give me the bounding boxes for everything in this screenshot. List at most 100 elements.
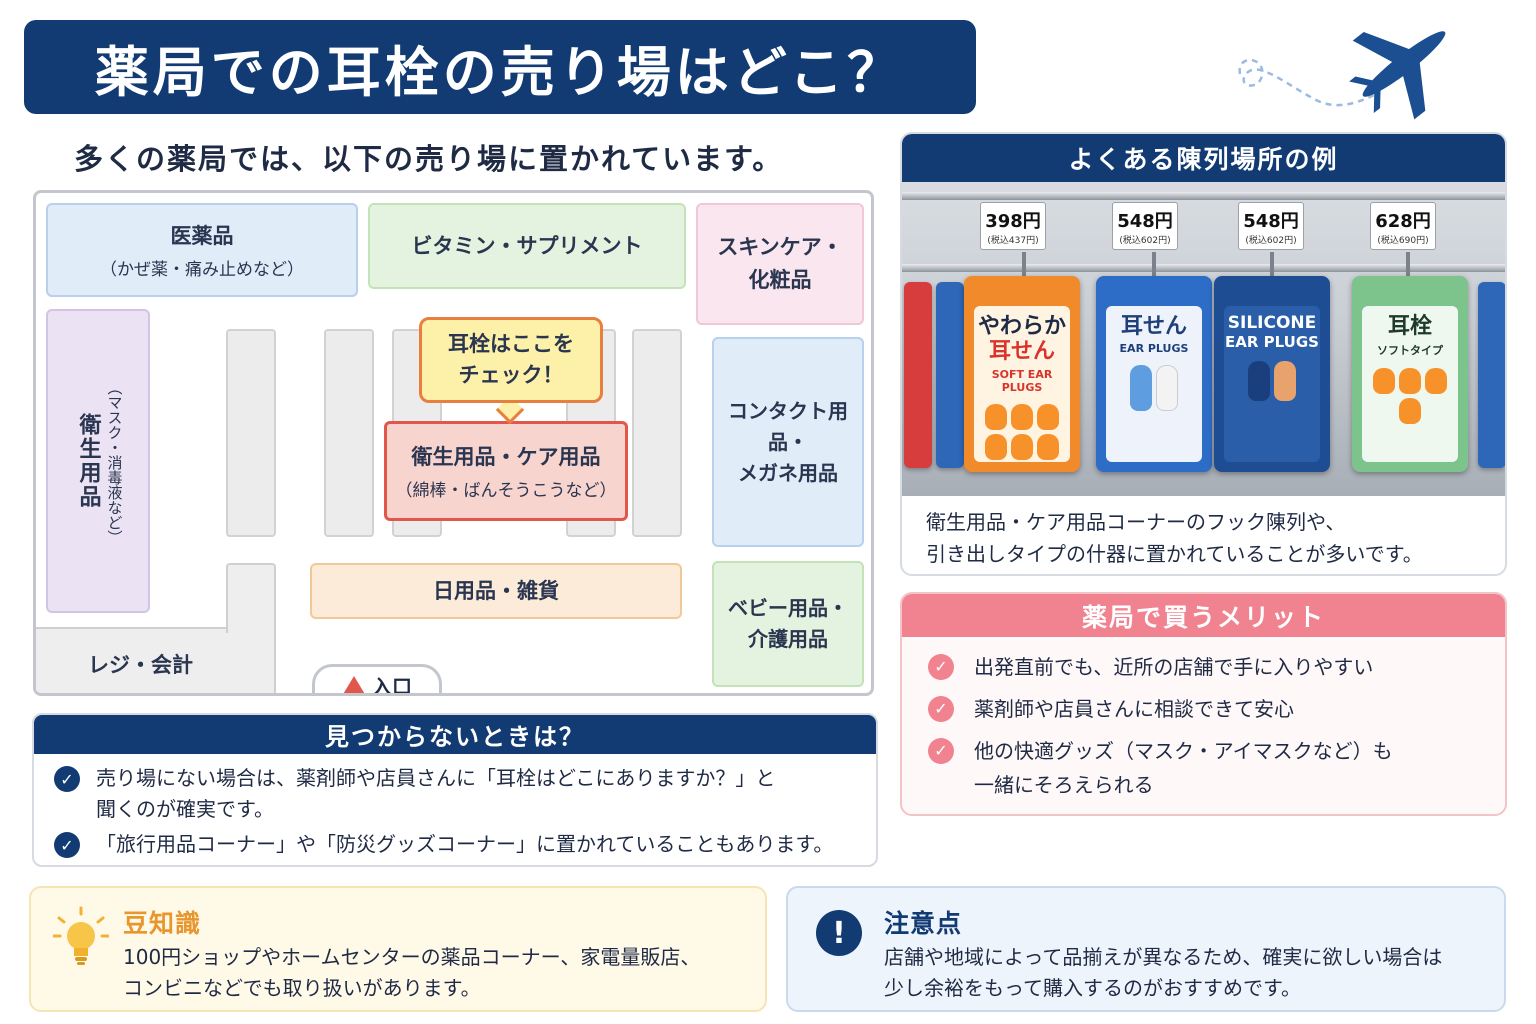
trivia-title: 豆知識 <box>123 909 202 938</box>
price-tag-3-price: 548円 <box>1243 210 1299 232</box>
subtitle: 多くの薬局では、以下の売り場に置かれています。 <box>74 142 784 176</box>
price-tag-1-price: 398円 <box>985 210 1041 232</box>
airplane-decoration <box>1226 14 1466 124</box>
entrance-label: 入口 <box>372 675 412 696</box>
callout-line-1: 耳栓はここを <box>448 331 574 356</box>
zone-medicine-detail: （かぜ薬・痛み止めなど） <box>100 259 304 280</box>
display-example-caption: 衛生用品・ケア用品コーナーのフック陳列や、 引き出しタイプの什器に置かれているこ… <box>902 496 1505 570</box>
price-tag-2-price: 548円 <box>1117 210 1173 232</box>
title-banner: 薬局での耳栓の売り場はどこ？ <box>24 20 976 114</box>
check-icon: ✓ <box>54 832 80 858</box>
zone-daily: 日用品・雑貨 <box>310 563 682 619</box>
price-tag-3-tax: (税込602円) <box>1245 235 1297 246</box>
shelf-rail <box>902 192 1505 200</box>
package-3-name-1: SILICONE <box>1227 313 1317 333</box>
trivia-body: 100円ショップやホームセンターの薬品コーナー、家電量販店、 コンビニなどでも取… <box>123 942 700 1004</box>
zone-contact: コンタクト用品・ メガネ用品 <box>712 337 864 547</box>
zone-hygiene-label: 衛生用品 <box>75 413 101 509</box>
caution-title: 注意点 <box>884 909 963 938</box>
light-bulb-icon <box>53 906 109 965</box>
package-header <box>1352 276 1468 304</box>
caution-line-1: 店舗や地域によって品揃えが異なるため、確実に欲しい場合は <box>884 945 1443 969</box>
package-4-sub: ソフトタイプ <box>1377 344 1443 358</box>
store-shelf-photo: 398円 (税込437円) 548円 (税込602円) 548円 (税込602円… <box>902 182 1505 496</box>
trivia-line-1: 100円ショップやホームセンターの薬品コーナー、家電量販店、 <box>123 945 701 969</box>
register-counter <box>226 563 276 633</box>
zone-vitamin-label: ビタミン・サプリメント <box>411 233 643 258</box>
zone-contact-label-2: メガネ用品 <box>738 460 838 485</box>
merits-heading: 薬局で買うメリット <box>902 594 1505 637</box>
price-tag: 548円 (税込602円) <box>1238 202 1304 250</box>
display-example-heading: よくある陳列場所の例 <box>902 134 1505 182</box>
zone-skincare-label-2: 化粧品 <box>748 268 812 292</box>
package-soft-ear-plugs: やわらか 耳せん SOFT EAR PLUGS <box>964 276 1080 472</box>
side-package <box>936 282 964 468</box>
zone-medicine: 医薬品 （かぜ薬・痛み止めなど） <box>46 203 358 297</box>
display-caption-line-2: 引き出しタイプの什器に置かれていることが多いです。 <box>926 542 1423 566</box>
price-tag-4-tax: (税込690円) <box>1377 235 1429 246</box>
merit-item-3-line-2: 一緒にそろえられる <box>974 773 1154 797</box>
entrance-arrow-icon <box>342 675 366 693</box>
check-icon: ✓ <box>928 654 954 680</box>
store-floor-map: 医薬品 （かぜ薬・痛み止めなど） ビタミン・サプリメント スキンケア・ 化粧品 … <box>33 190 874 696</box>
price-tag-1-tax: (税込437円) <box>987 235 1039 246</box>
package-2-sub: EAR PLUGS <box>1119 342 1189 356</box>
caution-line-2: 少し余裕をもって購入するのがおすすめです。 <box>884 976 1301 1000</box>
zone-care-label: 衛生用品・ケア用品 <box>411 445 601 470</box>
package-4-name-1: 耳栓 <box>1387 314 1432 339</box>
display-example-panel: よくある陳列場所の例 398円 (税込437円) 548円 (税込602円) 5… <box>900 132 1507 576</box>
zone-baby-label-2: 介護用品 <box>748 627 828 651</box>
package-silicone-ear-plugs: SILICONE EAR PLUGS <box>1214 276 1330 472</box>
zone-care-highlight: 衛生用品・ケア用品 （綿棒・ばんそうこうなど） <box>384 421 628 521</box>
entrance-marker: 入口 <box>312 664 442 696</box>
shelf-2 <box>324 329 374 537</box>
trivia-panel: 豆知識 100円ショップやホームセンターの薬品コーナー、家電量販店、 コンビニな… <box>29 886 767 1012</box>
exclamation-icon: ! <box>816 910 862 956</box>
shelf-rail <box>902 264 1505 272</box>
package-3-name-2: EAR PLUGS <box>1225 332 1319 351</box>
airplane-icon <box>1238 31 1446 120</box>
display-caption-line-1: 衛生用品・ケア用品コーナーのフック陳列や、 <box>926 510 1346 534</box>
shelf-4 <box>632 329 682 537</box>
not-found-item-2: ✓ 「旅行用品コーナー」や「防災グッズコーナー」に置かれていることもあります。 <box>54 829 833 860</box>
package-1-sub: SOFT EAR PLUGS <box>991 367 1053 394</box>
not-found-item-1: ✓ 売り場にない場合は、薬剤師や店員さんに「耳栓はどこにありますか？」と 聞くの… <box>54 763 775 825</box>
package-header <box>964 276 1080 304</box>
zone-skincare-label-1: スキンケア・ <box>717 235 843 260</box>
caution-panel: ! 注意点 店舗や地域によって品揃えが異なるため、確実に欲しい場合は 少し余裕を… <box>786 886 1506 1012</box>
check-icon: ✓ <box>928 696 954 722</box>
zone-daily-label: 日用品・雑貨 <box>433 578 559 603</box>
not-found-item-2-line-1: 「旅行用品コーナー」や「防災グッズコーナー」に置かれていることもあります。 <box>96 832 834 856</box>
callout-check-here: 耳栓はここを チェック！ <box>419 317 603 403</box>
zone-vitamin: ビタミン・サプリメント <box>368 203 686 289</box>
caution-body: 店舗や地域によって品揃えが異なるため、確実に欲しい場合は 少し余裕をもって購入す… <box>884 942 1442 1004</box>
zone-hygiene: 衛生用品 （マスク・消毒液など） <box>46 309 150 613</box>
price-tag: 548円 (税込602円) <box>1112 202 1178 250</box>
zone-medicine-label: 医薬品 <box>170 224 234 249</box>
not-found-item-1-line-2: 聞くのが確実です。 <box>96 797 274 821</box>
zone-baby: ベビー用品・ 介護用品 <box>712 561 864 687</box>
not-found-panel: 見つからないときは？ ✓ 売り場にない場合は、薬剤師や店員さんに「耳栓はどこにあ… <box>32 713 878 867</box>
check-icon: ✓ <box>54 766 80 792</box>
price-tag-4-price: 628円 <box>1375 210 1431 232</box>
package-header <box>1096 276 1212 304</box>
page-title: 薬局での耳栓の売り場はどこ？ <box>94 40 906 104</box>
merit-item-2-text: 薬剤師や店員さんに相談できて安心 <box>974 697 1294 721</box>
zone-register-label: レジ・会計 <box>88 653 193 677</box>
merit-item-3-line-1: 他の快適グッズ（マスク・アイマスクなど）も <box>974 739 1393 763</box>
price-tag: 628円 (税込690円) <box>1370 202 1436 250</box>
zone-hygiene-detail: （マスク・消毒液など） <box>105 379 124 545</box>
package-1-name-2: 耳せん <box>988 339 1055 365</box>
merit-item-1-text: 出発直前でも、近所の店舗で手に入りやすい <box>974 655 1374 679</box>
price-tag-2-tax: (税込602円) <box>1119 235 1171 246</box>
merit-item-1: ✓ 出発直前でも、近所の店舗で手に入りやすい <box>928 650 1373 684</box>
not-found-heading: 見つからないときは？ <box>34 715 876 754</box>
package-1-name-1: やわらか <box>977 314 1066 339</box>
merit-item-2: ✓ 薬剤師や店員さんに相談できて安心 <box>928 692 1294 726</box>
package-ear-plugs-soft-type: 耳栓 ソフトタイプ <box>1352 276 1468 472</box>
zone-register: レジ・会計 <box>36 627 276 693</box>
trivia-line-2: コンビニなどでも取り扱いがあります。 <box>123 976 481 1000</box>
zone-skincare: スキンケア・ 化粧品 <box>696 203 864 325</box>
price-tag: 398円 (税込437円) <box>980 202 1046 250</box>
not-found-item-1-line-1: 売り場にない場合は、薬剤師や店員さんに「耳栓はどこにありますか？」と <box>96 766 776 790</box>
